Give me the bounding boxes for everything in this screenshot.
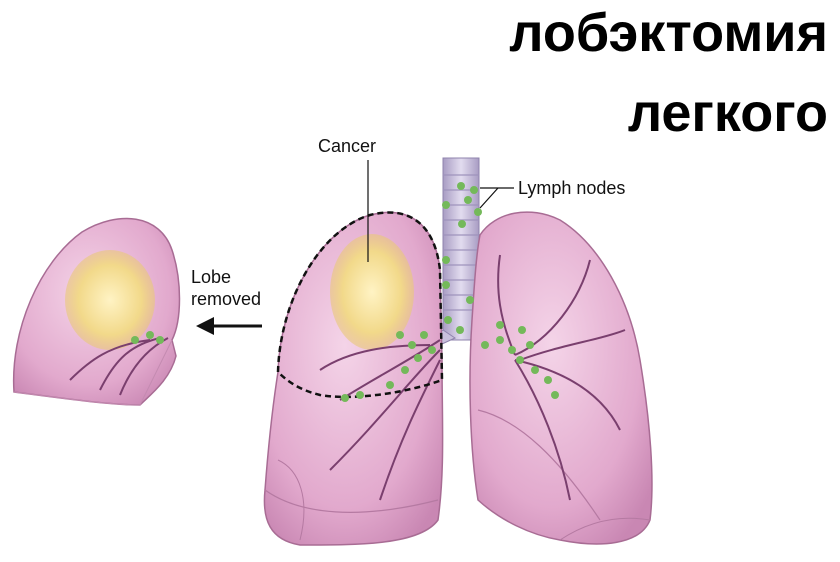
cancer-label: Cancer — [318, 136, 376, 156]
arrow-head-icon — [196, 317, 214, 335]
tumor-removed — [65, 250, 155, 350]
lung-left-view — [264, 212, 442, 545]
lymph-nodes-label: Lymph nodes — [518, 178, 625, 198]
lobe-label-line2: removed — [191, 289, 261, 309]
lung-right-view — [470, 212, 652, 544]
lobe-label-line1: Lobe — [191, 267, 231, 287]
lobe-removed-label: Lobe removed — [191, 267, 262, 335]
removed-lobe — [14, 218, 180, 405]
